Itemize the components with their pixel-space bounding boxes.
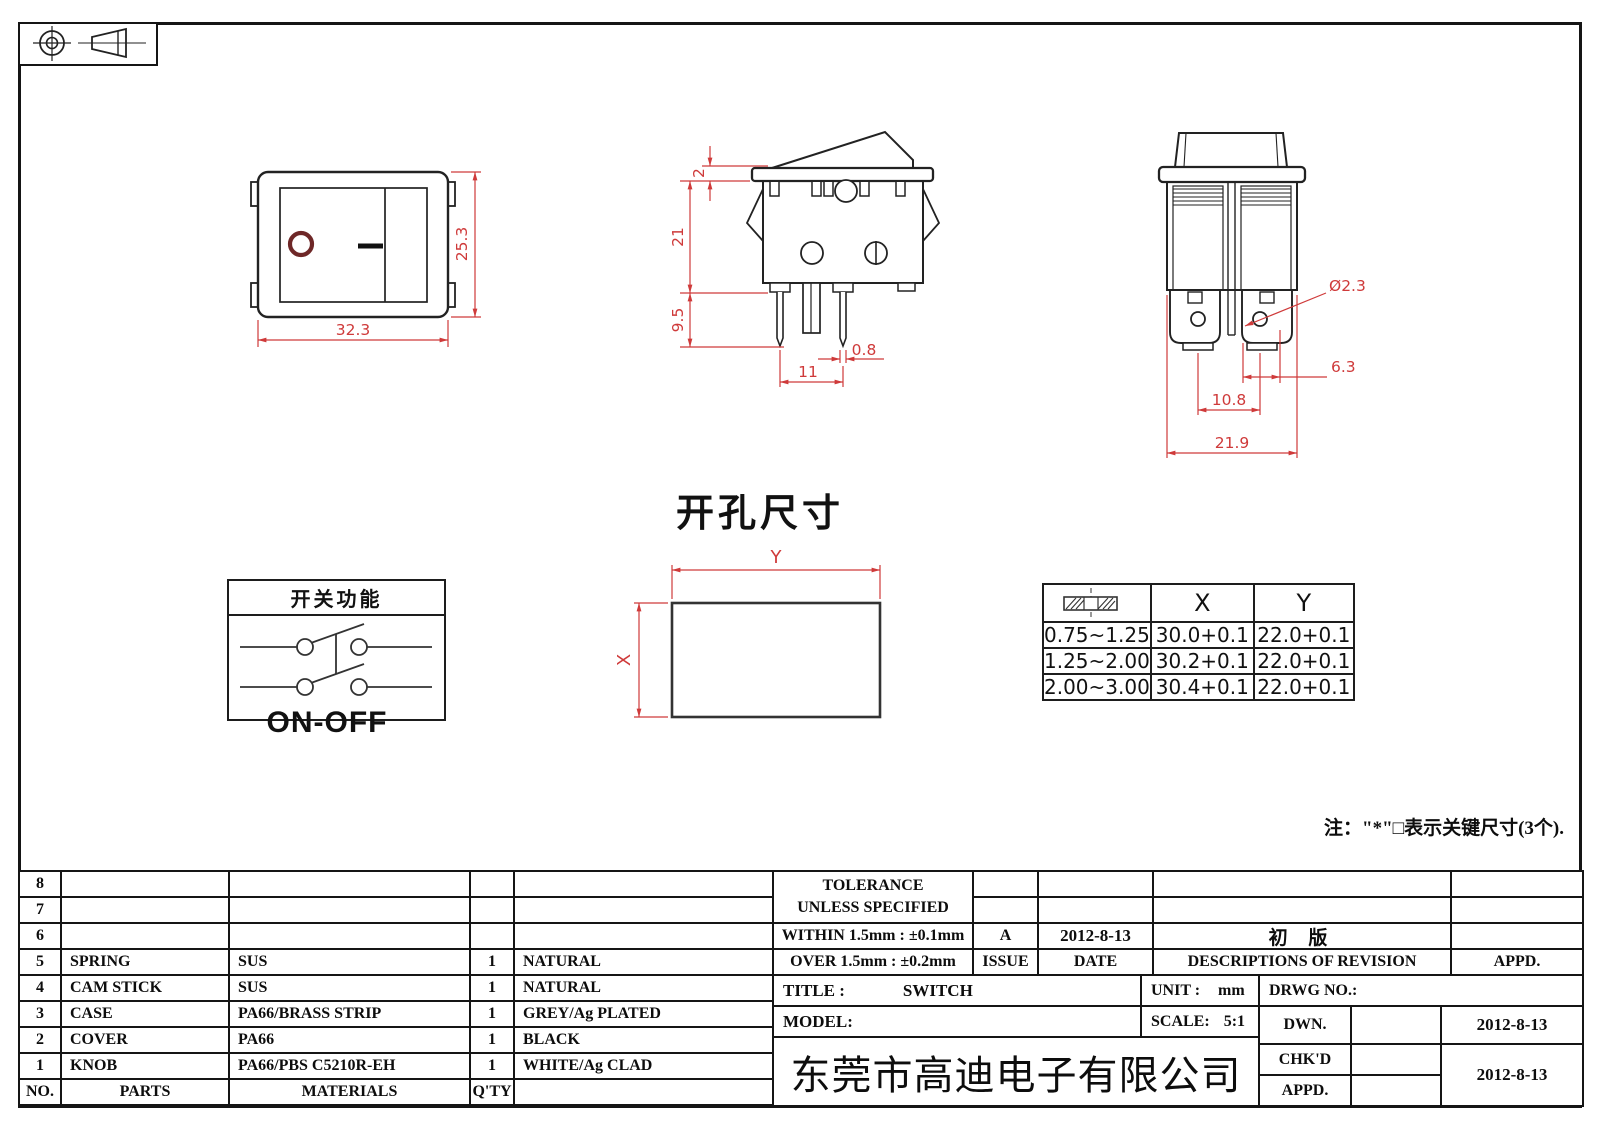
dim-cutout-y: Y — [770, 547, 783, 568]
appd-title-label-cell: APPD. — [1258, 1074, 1352, 1107]
chkd-label-cell: CHK'D — [1258, 1043, 1352, 1076]
cutout-rect — [670, 601, 882, 719]
panel-thickness: 1.25~2.00 — [1042, 647, 1152, 675]
revision-empty-cell — [1152, 896, 1452, 924]
front-view: 32.3 25.3 — [250, 170, 481, 347]
panel-y-value: 22.0+0.1 — [1252, 647, 1355, 675]
panel-x-value: 30.0+0.1 — [1149, 621, 1255, 649]
appd-label-cell: APPD. — [1450, 948, 1584, 976]
key-dimension-note: 注："*"□表示关键尺寸(3个). — [1324, 818, 1564, 839]
dim-end-total-width: 21.9 — [1215, 434, 1250, 452]
title-value: SWITCH — [902, 980, 973, 1000]
revision-empty-cell — [972, 896, 1039, 924]
switch-function-title: 开关功能 — [229, 581, 444, 616]
drwg-no-cell: DRWG NO.: — [1258, 974, 1584, 1007]
unit-cell: UNIT : mm — [1140, 974, 1260, 1007]
chkd-date-cell: 2012-8-13 — [1440, 1043, 1584, 1107]
onoff-label: ON-OFF — [266, 706, 388, 739]
scale-value: 5:1 — [1223, 1012, 1246, 1030]
panel-section-icon — [1063, 587, 1118, 619]
revision-empty-cell — [1037, 870, 1154, 898]
revision-empty-cell — [972, 870, 1039, 898]
revision-appd-empty-cell — [1450, 922, 1584, 950]
revision-value-cell: 初 版 — [1152, 922, 1452, 950]
scale-cell: SCALE: 5:1 — [1140, 1005, 1260, 1038]
panel-thickness: 0.75~1.25 — [1042, 621, 1152, 649]
panel-x-value: 30.4+0.1 — [1149, 673, 1255, 701]
tolerance-within-cell: WITHIN 1.5mm : ±0.1mm — [772, 922, 974, 950]
rocker-off-mark — [287, 230, 315, 258]
side-dimension-lines — [680, 146, 884, 387]
panel-table-header-y: Y — [1252, 583, 1355, 623]
chkd-signature-cell — [1350, 1043, 1442, 1076]
dim-end-hole-pitch: 10.8 — [1212, 391, 1247, 409]
projection-symbol-box — [18, 22, 158, 66]
dwn-signature-cell — [1350, 1005, 1442, 1045]
dim-front-height: 25.3 — [453, 227, 471, 262]
issue-date-cell: 2012-8-13 — [1037, 922, 1154, 950]
dwn-date-cell: 2012-8-13 — [1440, 1005, 1584, 1045]
cutout-title: 开孔尺寸 — [675, 493, 844, 535]
panel-table-header-x: X — [1149, 583, 1255, 623]
revision-empty-cell — [1037, 896, 1154, 924]
side-view: 2 21 9.5 0.8 11 — [669, 130, 941, 387]
model-cell: MODEL: — [772, 1005, 1142, 1038]
tolerance-title-cell: TOLERANCE UNLESS SPECIFIED — [772, 870, 974, 924]
issue-value-cell: A — [972, 922, 1039, 950]
title-cell: TITLE : SWITCH — [772, 974, 1142, 1007]
switch-function-box: 开关功能 — [227, 579, 446, 721]
descriptions-label-cell: DESCRIPTIONS OF REVISION — [1152, 948, 1452, 976]
revision-empty-cell — [1152, 870, 1452, 898]
panel-cutout-table: X Y 0.75~1.25 30.0+0.1 22.0+0.1 1.25~2.0… — [1042, 583, 1355, 701]
cutout-dimension-lines — [634, 565, 881, 718]
dim-side-pin-pitch: 11 — [798, 363, 818, 381]
dim-end-hole: Ø2.3 — [1329, 277, 1366, 295]
dim-side-body: 21 — [669, 227, 687, 247]
dim-front-width: 32.3 — [336, 321, 371, 339]
revision-empty-cell — [1450, 870, 1584, 898]
panel-y-value: 22.0+0.1 — [1252, 673, 1355, 701]
company-name-cell: 东莞市高迪电子有限公司 — [772, 1036, 1260, 1107]
dim-side-rocker: 2 — [690, 168, 708, 178]
appd-signature-cell — [1350, 1074, 1442, 1107]
circuit-diagram — [240, 623, 432, 696]
panel-y-value: 22.0+0.1 — [1252, 621, 1355, 649]
dim-end-term-width: 6.3 — [1331, 358, 1356, 376]
revision-empty-cell — [1450, 896, 1584, 924]
parts-row-8: 8 — [18, 870, 776, 898]
end-dimension-lines — [1166, 292, 1327, 458]
dim-side-pin-width: 0.8 — [852, 341, 877, 359]
dim-cutout-x: X — [614, 654, 635, 666]
unit-value: mm — [1218, 981, 1245, 999]
end-body-outline — [1157, 132, 1307, 351]
cutout-view: Y X — [614, 547, 882, 719]
tolerance-over-cell: OVER 1.5mm : ±0.2mm — [772, 948, 974, 976]
dim-side-pins: 9.5 — [669, 308, 687, 333]
front-dimension-lines — [257, 171, 481, 347]
date-label-cell: DATE — [1037, 948, 1154, 976]
projection-angle-icon — [33, 26, 146, 61]
end-view: Ø2.3 6.3 10.8 21.9 — [1157, 132, 1366, 458]
panel-thickness: 2.00~3.00 — [1042, 673, 1152, 701]
issue-label-cell: ISSUE — [972, 948, 1039, 976]
parts-row-7: 7 — [18, 896, 776, 924]
front-body-outline — [250, 170, 456, 319]
panel-x-value: 30.2+0.1 — [1149, 647, 1255, 675]
dwn-label-cell: DWN. — [1258, 1005, 1352, 1045]
panel-symbol-cell — [1042, 583, 1152, 623]
side-body-outline — [745, 130, 941, 349]
parts-row-6: 6 — [18, 922, 776, 950]
